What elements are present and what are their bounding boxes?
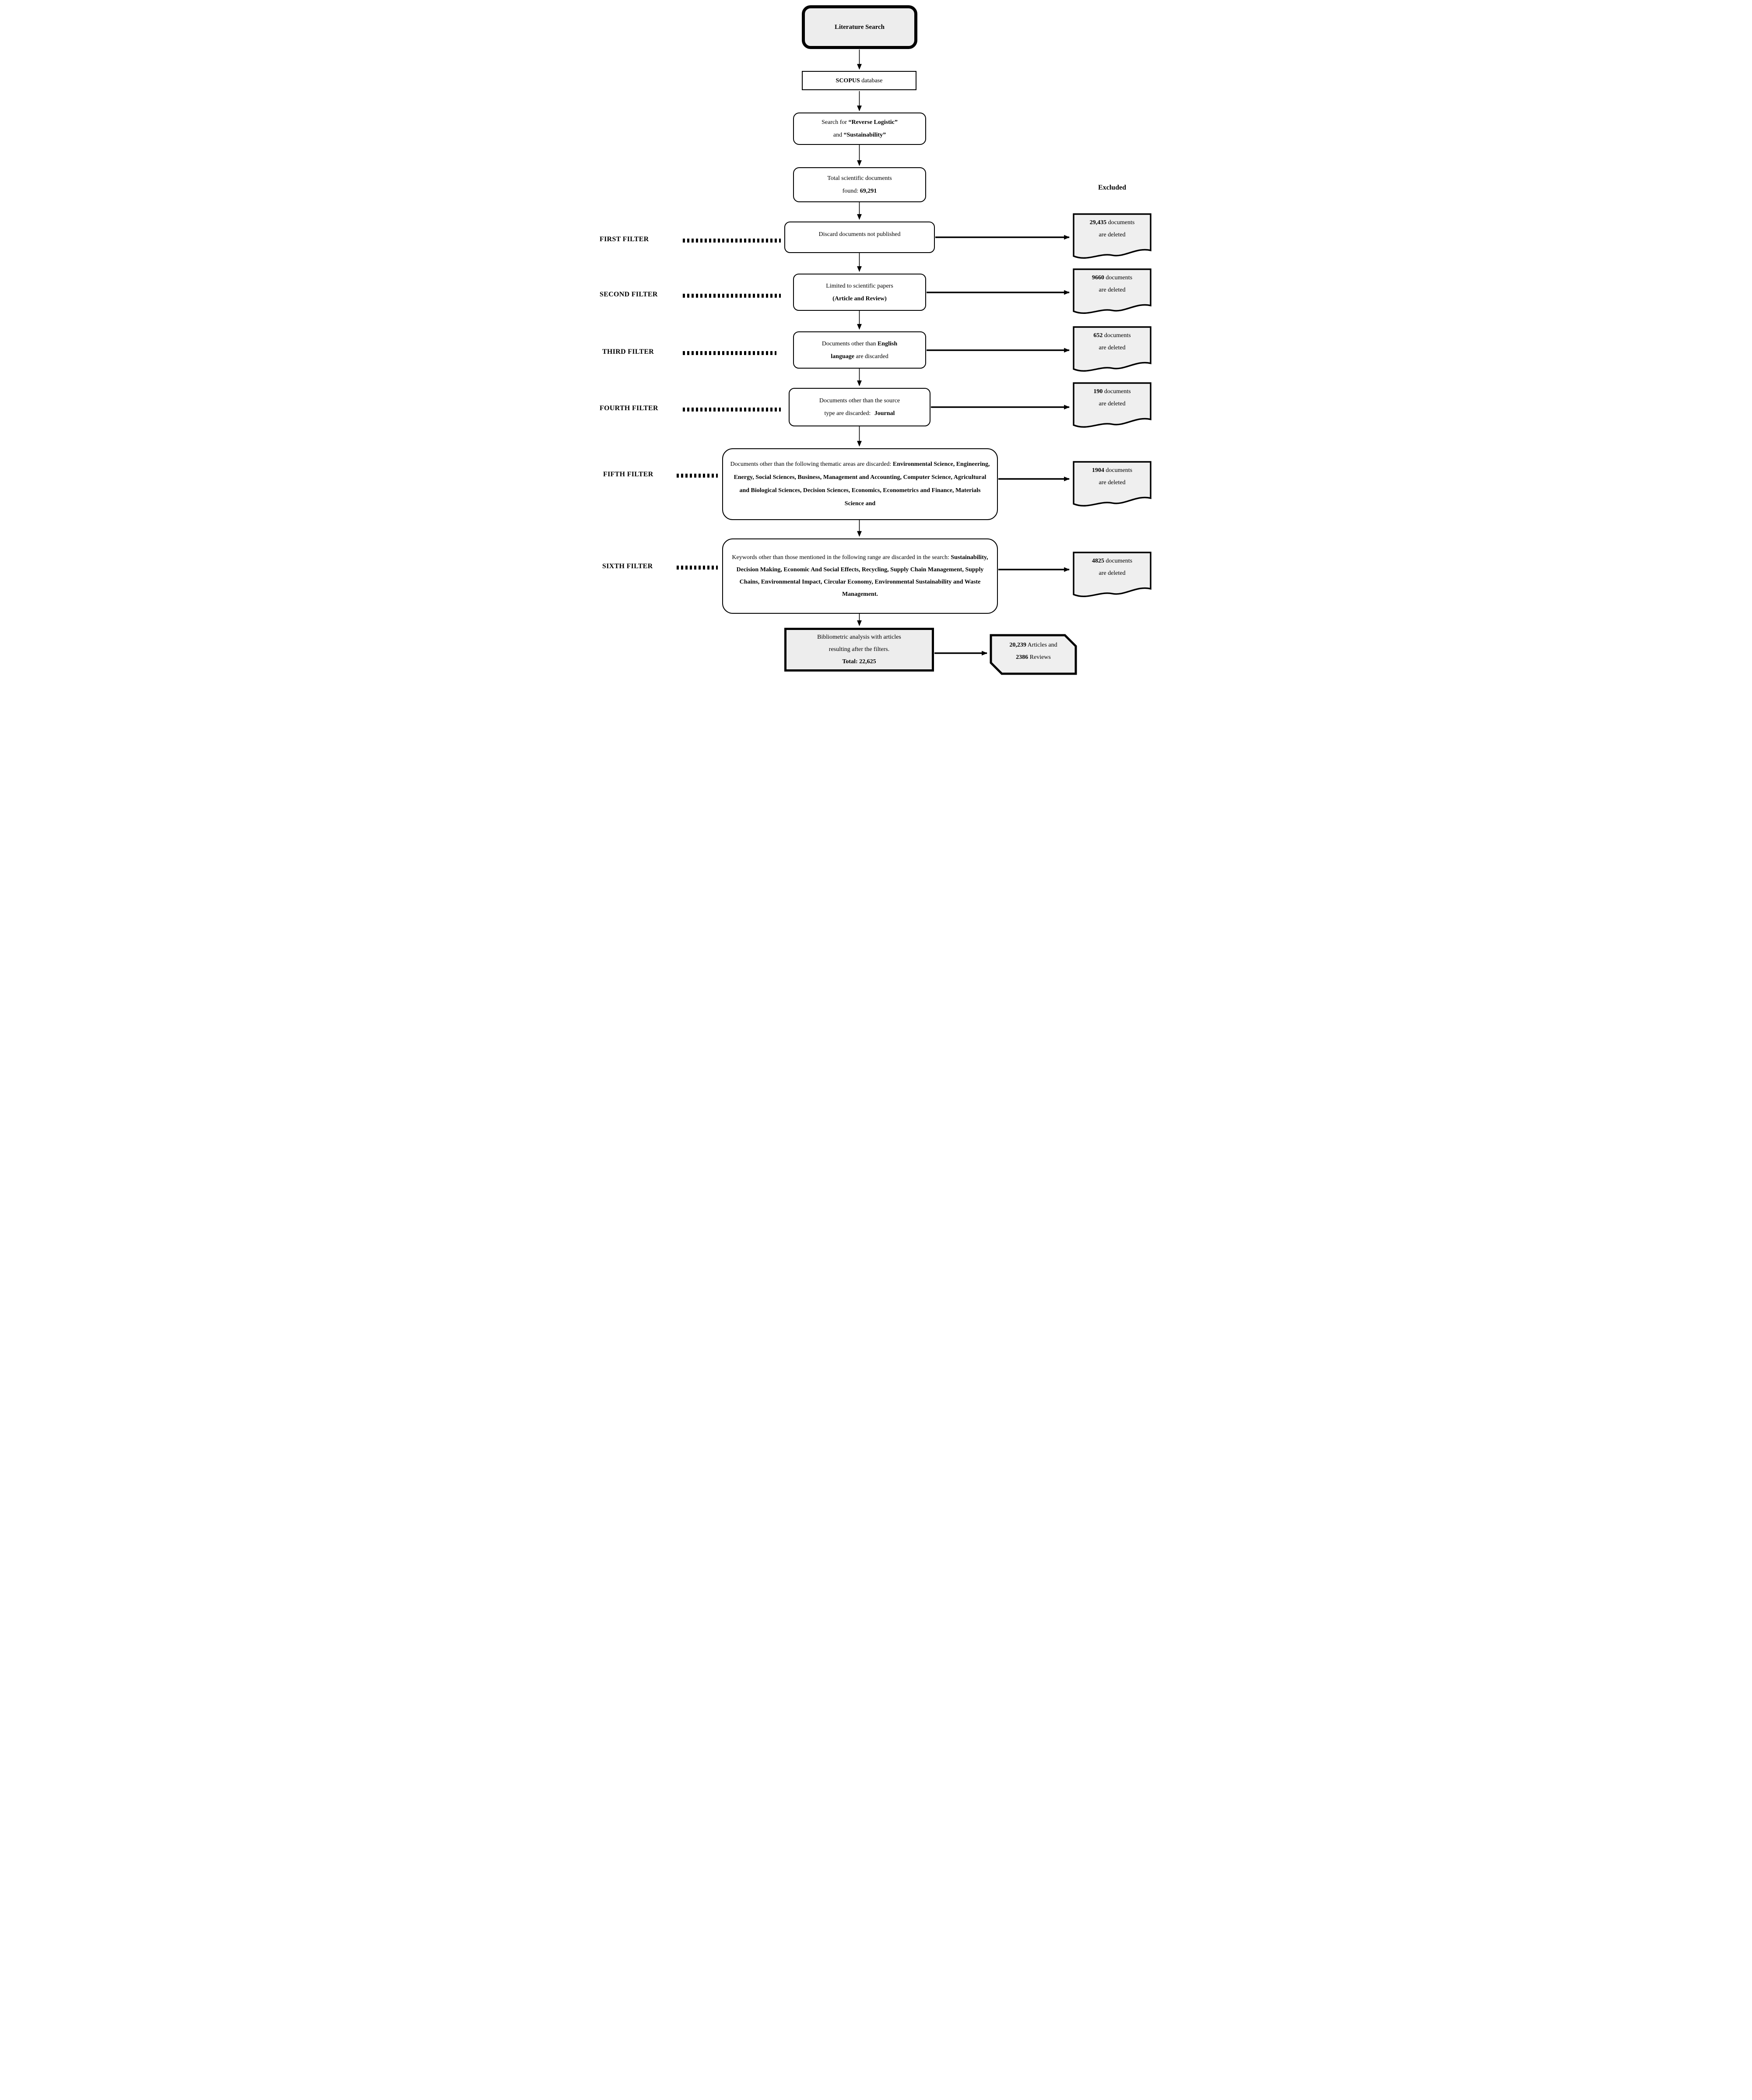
start-node: Literature Search	[802, 5, 917, 49]
document-shape-icon	[1073, 213, 1152, 259]
dotted-line-4	[683, 408, 781, 412]
database-label: SCOPUS database	[836, 77, 883, 84]
filter-box-4: Documents other than the source type are…	[789, 388, 930, 426]
bibliometric-node: Bibliometric analysis with articles resu…	[784, 628, 934, 672]
filter-label-6: SIXTH FILTER	[602, 563, 653, 570]
excluded-count-3: 652	[1093, 332, 1103, 339]
search-term-2: “Sustainability”	[843, 132, 886, 138]
document-shape-icon	[1073, 326, 1152, 372]
dotted-line-5	[677, 474, 718, 478]
excluded-doc-5: 1904 documents are deleted	[1072, 461, 1152, 510]
document-shape-icon	[1073, 552, 1152, 597]
excluded-count-2: 9660	[1092, 274, 1104, 281]
start-label: Literature Search	[834, 23, 885, 31]
excluded-doc-1: 29,435 documents are deleted	[1072, 213, 1152, 262]
search-term-1: “Reverse Logistic”	[848, 119, 898, 126]
dotted-line-2	[683, 294, 781, 298]
search-node: Search for “Reverse Logistic” and “Susta…	[793, 113, 926, 145]
filter-box-2: Limited to scientific papers (Article an…	[793, 274, 926, 311]
document-shape-icon	[1073, 268, 1152, 314]
literature-search-flowchart: Literature Search SCOPUS database Search…	[593, 0, 1159, 679]
dotted-line-3	[683, 351, 776, 355]
dotted-line-6	[677, 566, 718, 570]
dotted-line-1	[683, 239, 781, 243]
excluded-doc-2: 9660 documents are deleted	[1072, 268, 1152, 317]
document-shape-icon	[1073, 382, 1152, 428]
excluded-count-5: 1904	[1092, 467, 1104, 474]
excluded-count-1: 29,435	[1089, 219, 1107, 226]
excluded-doc-6: 4825 documents are deleted	[1072, 551, 1152, 600]
filter-box-6: Keywords other than those mentioned in t…	[722, 538, 998, 614]
articles-count: 20,239	[1009, 642, 1026, 648]
clipped-card-shape-icon	[990, 634, 1077, 675]
filter-box-3: Documents other than English language ar…	[793, 331, 926, 369]
result-node: 20,239 Articles and 2386 Reviews	[990, 634, 1077, 675]
database-name: SCOPUS	[836, 77, 860, 84]
reviews-count: 2386	[1016, 654, 1029, 661]
filter-label-1: FIRST FILTER	[600, 236, 649, 243]
filter-label-3: THIRD FILTER	[602, 348, 654, 355]
excluded-doc-3: 652 documents are deleted	[1072, 326, 1152, 375]
filter-label-5: FIFTH FILTER	[603, 471, 653, 478]
filter-label-4: FOURTH FILTER	[600, 405, 658, 412]
excluded-column-header: Excluded	[1098, 184, 1126, 191]
database-node: SCOPUS database	[802, 71, 916, 90]
filter-label-2: SECOND FILTER	[600, 291, 658, 298]
filter-box-1: Discard documents not published	[784, 222, 935, 253]
excluded-count-4: 190	[1093, 388, 1103, 395]
document-shape-icon	[1073, 461, 1152, 507]
total-node: Total scientific documents found: 69,291	[793, 167, 926, 202]
excluded-count-6: 4825	[1092, 558, 1104, 564]
total-count: 69,291	[860, 188, 877, 194]
final-total: Total: 22,625	[842, 658, 876, 665]
filter-box-5: Documents other than the following thema…	[722, 448, 998, 520]
excluded-doc-4: 190 documents are deleted	[1072, 382, 1152, 431]
